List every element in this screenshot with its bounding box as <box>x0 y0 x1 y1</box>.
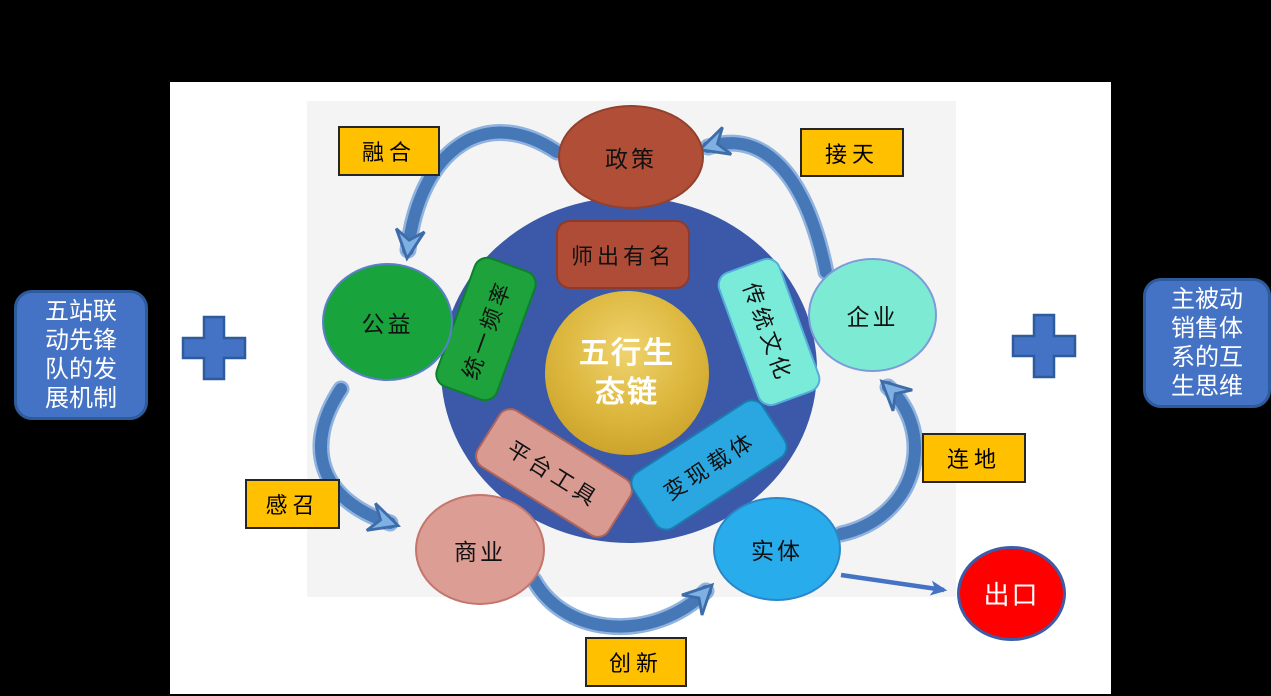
side-note-right-line: 主被动 <box>1171 286 1243 313</box>
side-note-left-line: 队的发 <box>45 356 117 383</box>
side-note-right: 主被动 销售体 系的互 生思维 <box>1143 278 1271 408</box>
node-public-welfare: 公益 <box>322 263 453 381</box>
edge-label-connect-sky: 接天 <box>800 128 904 177</box>
edge-label-fusion: 融合 <box>338 126 440 176</box>
center-title-line1: 五行生 <box>579 337 675 370</box>
side-note-left-line: 动先锋 <box>45 327 117 354</box>
center-title-line2: 态链 <box>595 376 659 409</box>
side-note-right-line: 系的互 <box>1171 344 1243 371</box>
side-note-left-line: 五站联 <box>45 298 117 325</box>
petal-honorable-cause: 师出有名 <box>556 220 690 289</box>
center-core: 五行生 态链 <box>545 291 709 455</box>
node-exit: 出口 <box>957 546 1066 641</box>
side-note-left-line: 展机制 <box>45 385 117 412</box>
node-enterprise: 企业 <box>808 258 937 372</box>
side-note-left: 五站联 动先锋 队的发 展机制 <box>14 290 148 420</box>
node-policy: 政策 <box>558 105 704 209</box>
node-entity: 实体 <box>713 497 841 601</box>
edge-label-connect-ground: 连地 <box>922 433 1026 483</box>
side-note-right-line: 生思维 <box>1171 373 1243 400</box>
node-business: 商业 <box>415 494 545 605</box>
side-note-right-line: 销售体 <box>1171 315 1243 342</box>
edge-label-innovation: 创新 <box>585 637 687 687</box>
edge-label-inspiration: 感召 <box>245 479 340 529</box>
